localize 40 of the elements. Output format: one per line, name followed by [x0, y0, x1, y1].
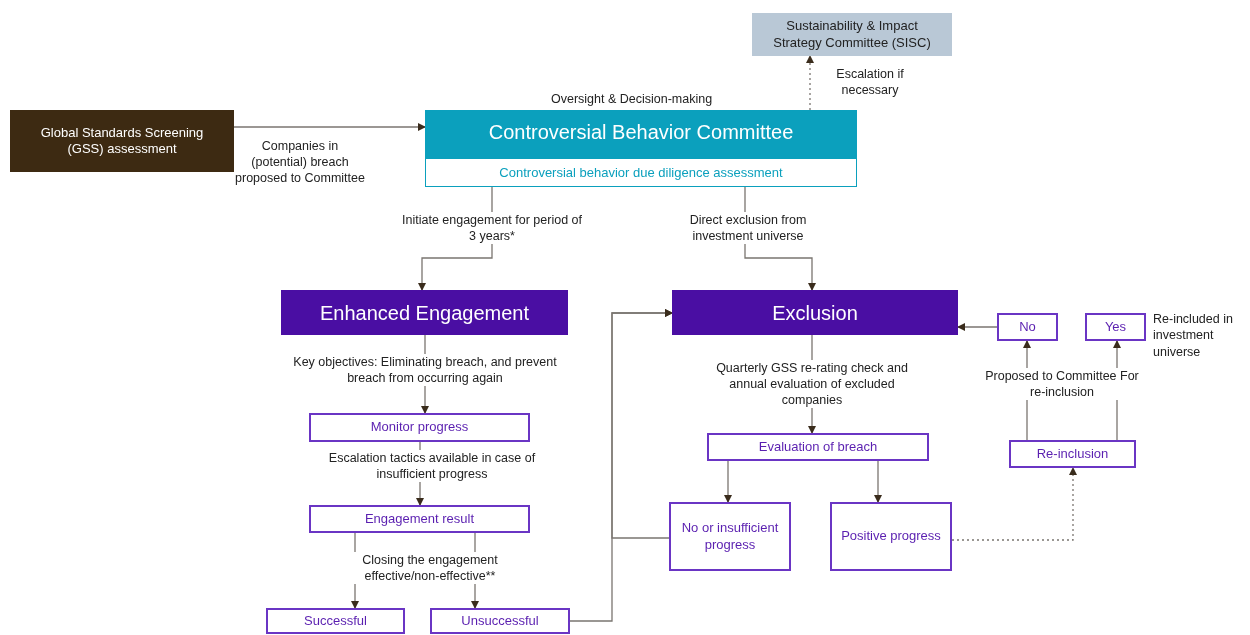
node-text: Engagement result: [364, 510, 475, 528]
node-text: Global Standards Screening (GSS) assessment: [39, 124, 205, 158]
heading-label: Oversight & Decision-making: [551, 91, 713, 108]
node-text: Controversial behavior due diligence assessment: [499, 163, 783, 182]
arrow: [724, 460, 732, 503]
node-text: Unsuccessful: [461, 612, 539, 630]
step-box: [1009, 440, 1136, 468]
stage-box: [672, 290, 958, 335]
node-text: Controversial Behavior Committee: [487, 120, 795, 145]
arrow: [806, 55, 814, 111]
node-text: No or insufficient progress: [680, 520, 780, 553]
arrow: [233, 123, 426, 131]
step-box: [309, 413, 530, 442]
step-box: [707, 433, 929, 461]
step-box: [1085, 313, 1146, 341]
step-box: [669, 502, 791, 571]
node-text: Exclusion: [772, 300, 858, 326]
step-box: [309, 505, 530, 533]
committee-box: [425, 110, 857, 187]
node-text: Yes: [1104, 318, 1127, 336]
step-box: [430, 608, 570, 634]
assessment-band: [425, 158, 857, 187]
node-text: Successful: [304, 612, 367, 630]
node-text: No: [1019, 318, 1036, 336]
step-box: [997, 313, 1058, 341]
beside-text: Re-included in investment universe: [1153, 311, 1234, 360]
step-box: [266, 608, 405, 634]
node-text: Sustainability & Impact Strategy Committee (SISC): [772, 18, 932, 51]
node-text: Monitor progress: [370, 419, 469, 436]
node-text: Evaluation of breach: [758, 438, 878, 456]
stage-box: [281, 290, 568, 335]
node-text: Positive progress: [841, 528, 941, 545]
arrow: [957, 323, 998, 331]
arrow: [874, 460, 882, 503]
node-text: Enhanced Engagement: [319, 300, 530, 326]
step-box: [830, 502, 952, 571]
arrow: [611, 309, 673, 539]
node-text: Re-inclusion: [1036, 445, 1109, 463]
process-box: [10, 110, 234, 172]
committee-box: [752, 13, 952, 56]
